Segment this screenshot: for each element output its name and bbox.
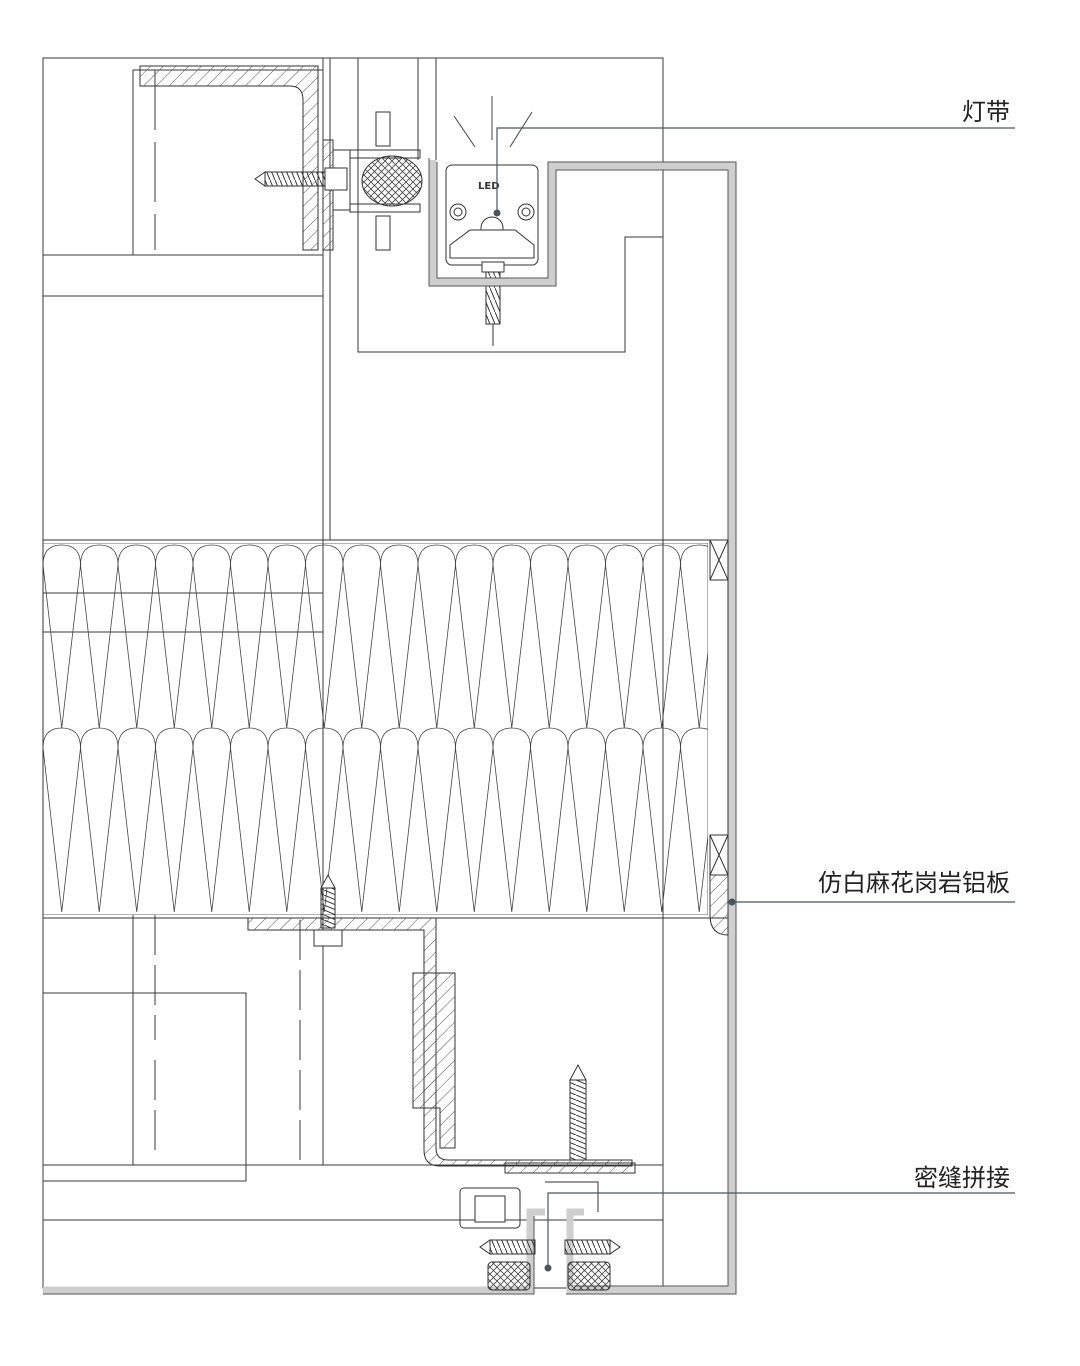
insulation-fiber [117,544,156,729]
insulation-fiber [342,544,381,729]
insulation-layer [43,543,708,915]
callout-lines [496,127,1015,1268]
insulation-fiber [155,727,194,913]
callout-line-light-strip [496,127,1015,213]
insulation-fiber [642,727,681,913]
led-light-fixture [445,164,539,346]
insulation-fiber [455,727,494,913]
spacer-blocks [709,539,729,936]
insulation-fiber [192,544,231,729]
insulation-fiber [417,544,456,729]
insulation-fiber [417,727,456,913]
insulation-fiber [267,727,306,913]
insulation-fiber [642,544,681,729]
insulation-fiber [567,544,606,729]
insulation-fiber [342,727,381,913]
insulation-fiber [455,544,494,729]
insulation-fiber [530,544,569,729]
screw-top-left [254,167,348,191]
insulation-fiber [567,727,606,913]
insulation-fiber [43,544,81,729]
insulation-fiber [305,544,344,729]
screw-horizontal-right [564,1239,621,1255]
inner-block-top [132,69,324,256]
insulation-fiber [492,544,531,729]
aluminum-panel-left [43,1208,545,1294]
insulation-fiber [117,727,156,913]
aluminum-panel-edge [428,158,729,1287]
insulation-fiber [530,727,569,913]
callout-label-seal-joint: 密缝拼接 [914,1164,1010,1192]
insulation-fiber [80,727,119,913]
insulation-fiber [80,544,119,729]
insulation-fiber [43,727,81,913]
callout-label-aluminum-panel: 仿白麻花岗岩铝板 [818,869,1010,897]
insulation-fiber [680,727,708,913]
steel-plate-top [322,139,334,251]
aluminum-panel [429,160,736,1294]
steel-angle-top [139,65,319,251]
screw-horizontal-left [479,1239,536,1255]
light-rays [453,96,533,148]
insulation-fiber [230,727,269,913]
insulation-fiber [605,727,644,913]
insulation-fiber [680,544,708,729]
insulation-fiber [380,544,419,729]
z-bracket-plate [412,972,456,1149]
callout-label-light-strip: 灯带 [962,98,1010,126]
screw-mid [313,873,343,947]
seal-joint-detail [459,1181,611,1291]
sealing-rod [361,155,423,207]
insulation-fiber [230,544,269,729]
inner-block-bottom [42,992,247,1182]
insulation-fiber [492,727,531,913]
insulation-fiber [605,544,644,729]
insulation-fiber [267,544,306,729]
insulation-fiber [155,544,194,729]
led-marking: LED [478,181,500,192]
screw-vertical [569,1063,587,1161]
insulation-fiber [192,727,231,913]
callout-line-seal [547,1192,1015,1268]
insulation-fiber [380,727,419,913]
